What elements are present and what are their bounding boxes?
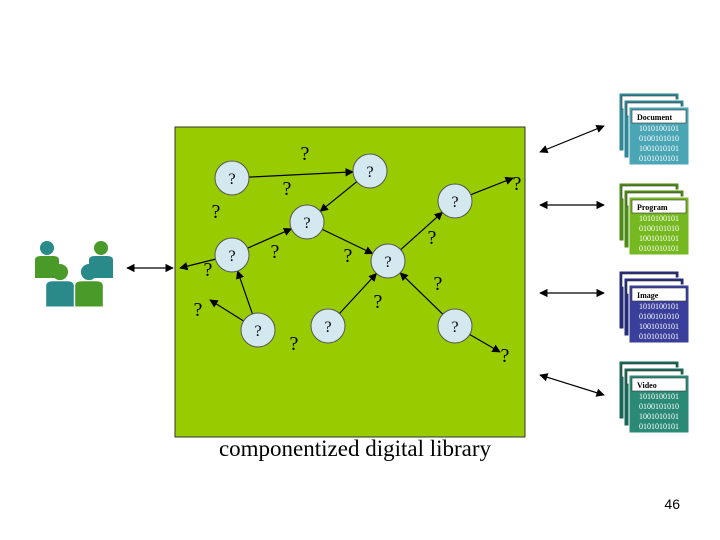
bidirectional-arrow (539, 124, 605, 154)
unknown-label: ? (513, 173, 522, 195)
binary-line: 1010100101 (639, 392, 679, 401)
network-edge (319, 181, 358, 212)
unknown-label: ? (283, 178, 292, 200)
unknown-label: ? (194, 299, 203, 321)
unknown-label: ? (374, 291, 383, 313)
person-icon (46, 263, 74, 307)
node-circle (370, 243, 406, 279)
resource-label: Program (637, 203, 668, 212)
network-edge (248, 168, 354, 178)
unknown-label: ? (271, 241, 280, 263)
node-circle (437, 308, 473, 344)
network-edge (236, 270, 253, 315)
network-edge (247, 228, 293, 249)
unknown-label: ? (204, 259, 213, 281)
binary-line: 1001010101 (639, 412, 679, 421)
unknown-label: ? (434, 273, 443, 295)
node-label: ? (228, 248, 235, 265)
unknown-label: ? (428, 227, 437, 249)
binary-line: 0101010101 (639, 154, 679, 163)
network-edge (399, 272, 444, 315)
node-circle (352, 153, 388, 189)
resource-stacks: DocumentDocumentDocument1010100101010010… (618, 92, 690, 434)
person-icon (75, 263, 103, 307)
network-edge (179, 258, 216, 271)
node-circle (310, 308, 346, 344)
network-edge (469, 333, 501, 353)
resource-stack-image: ImageImageImage1010100101010010101010010… (618, 270, 690, 344)
network-node: ? (289, 204, 325, 240)
external-arrows (126, 124, 605, 397)
binary-line: 0100101010 (639, 402, 679, 411)
binary-line: 1010100101 (639, 214, 679, 223)
network-edge (209, 299, 244, 322)
unknown-label: ? (290, 333, 299, 355)
network-nodes: ????????? (214, 153, 473, 348)
resource-label: Video (637, 381, 657, 390)
unknown-label: ? (501, 345, 510, 367)
node-label: ? (303, 215, 310, 232)
binary-line: 1001010101 (639, 322, 679, 331)
network-edges (179, 168, 514, 353)
node-circle (289, 204, 325, 240)
binary-line: 1010100101 (639, 124, 679, 133)
binary-line: 0100101010 (639, 134, 679, 143)
network-node: ? (437, 183, 473, 219)
network-node: ? (310, 308, 346, 344)
binary-line: 1010100101 (639, 302, 679, 311)
loose-unknown-labels: ????????????? (194, 143, 522, 367)
node-label: ? (451, 319, 458, 336)
network-node: ? (240, 312, 276, 348)
binary-line: 0100101010 (639, 312, 679, 321)
slide-number: 46 (664, 496, 680, 512)
resource-label: Document (637, 113, 672, 122)
resource-stack-document: DocumentDocumentDocument1010100101010010… (618, 92, 690, 166)
network-node: ? (352, 153, 388, 189)
node-label: ? (451, 194, 458, 211)
network-node: ? (437, 308, 473, 344)
unknown-label: ? (344, 245, 353, 267)
bidirectional-arrow (539, 373, 605, 397)
users-icon (35, 241, 113, 307)
node-label: ? (228, 171, 235, 188)
network-node: ? (370, 243, 406, 279)
network-edge (339, 272, 378, 314)
unknown-label: ? (301, 143, 310, 165)
node-label: ? (324, 319, 331, 336)
diagram-caption: componentized digital library (218, 436, 492, 461)
node-circle (437, 183, 473, 219)
node-circle (214, 237, 250, 273)
network-edge (400, 211, 443, 251)
node-label: ? (366, 164, 373, 181)
unknown-label: ? (212, 201, 221, 223)
resource-label: Image (637, 291, 659, 300)
network-edge (322, 228, 374, 255)
network-node: ? (214, 160, 250, 196)
network-node: ? (214, 237, 250, 273)
binary-line: 1001010101 (639, 144, 679, 153)
resource-stack-program: ProgramProgramProgram1010100101010010101… (618, 182, 690, 256)
node-label: ? (254, 323, 261, 340)
node-circle (240, 312, 276, 348)
binary-line: 0100101010 (639, 224, 679, 233)
network-edge (470, 176, 514, 196)
binary-line: 0101010101 (639, 422, 679, 431)
binary-line: 0101010101 (639, 244, 679, 253)
resource-stack-video: VideoVideoVideo1010100101010010101010010… (618, 360, 690, 434)
node-circle (214, 160, 250, 196)
binary-line: 0101010101 (639, 332, 679, 341)
binary-line: 1001010101 (639, 234, 679, 243)
node-label: ? (384, 254, 391, 271)
